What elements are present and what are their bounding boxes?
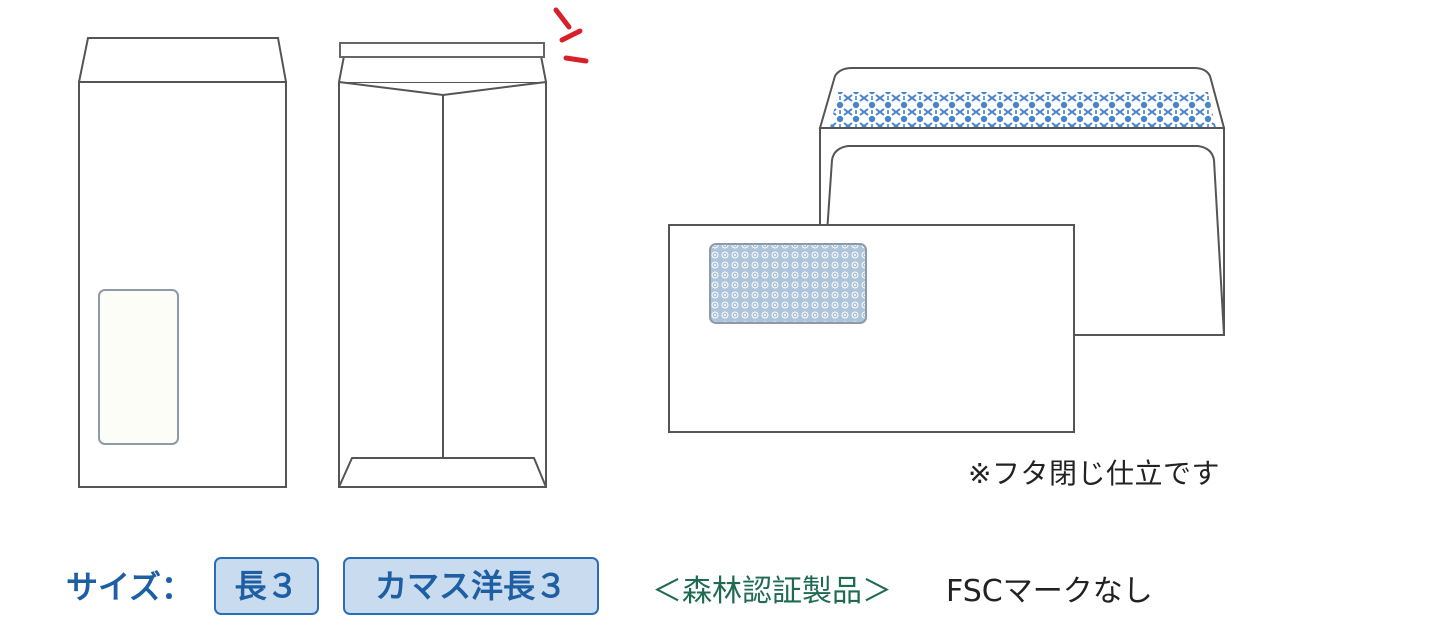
envelope-flap: [338, 55, 547, 83]
security-pattern: [830, 92, 1216, 128]
certification-heading: ＜森林認証製品＞: [652, 574, 892, 609]
address-window: [98, 289, 179, 445]
inner-fold-line: [819, 145, 1225, 336]
certification-value: FSCマークなし: [946, 574, 1153, 609]
envelope-body: [668, 224, 1075, 433]
envelope-yonaga3-front: [668, 224, 1075, 433]
address-window: [709, 243, 867, 324]
envelope-flap: [78, 37, 287, 83]
flap-note: ※フタ閉じ仕立です: [968, 457, 1220, 490]
seal-emphasis-marks: [553, 7, 589, 64]
size-chip-naga3: 長３: [214, 557, 319, 615]
size-chip-kamasu-yonaga3: カマス洋長３: [343, 557, 599, 615]
envelope-kamasu-back: [338, 7, 589, 488]
bottom-fold: [338, 457, 547, 488]
seal-tape: [339, 42, 545, 58]
envelope-naga3-window: [78, 37, 287, 488]
size-label: サイズ：: [66, 568, 194, 606]
